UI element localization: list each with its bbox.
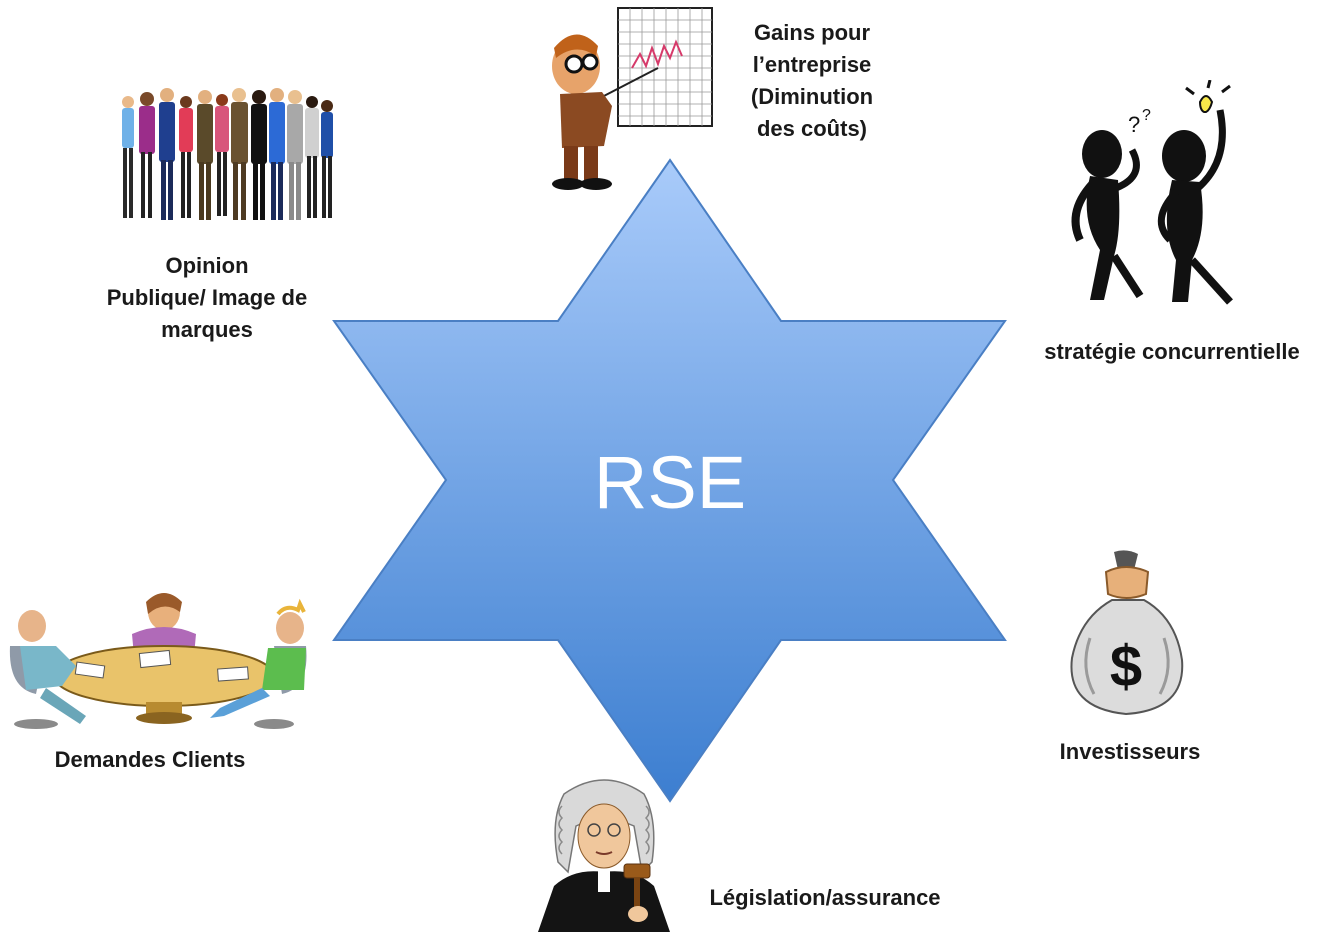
strategie-line-1: stratégie concurrentielle (1044, 339, 1300, 364)
presenter-chart-icon (540, 6, 720, 192)
legislation-line-1: Législation/assurance (709, 885, 941, 910)
gains-line-3: (Diminution (750, 84, 874, 109)
opinion-line-2: Publique/ Image de (106, 285, 308, 310)
judge-gavel-icon (534, 776, 674, 932)
center-label: RSE (593, 441, 747, 524)
gains-line-4: des coûts) (756, 116, 868, 141)
opinion-line-1: Opinion (165, 253, 249, 278)
crowd-people-icon (108, 88, 338, 228)
investisseurs-line-1: Investisseurs (1059, 739, 1201, 764)
opinion-line-3: marques (161, 317, 253, 342)
gains-line-2: l’entreprise (752, 52, 872, 77)
gains-label: Gains pour l’entreprise (Diminution des … (722, 17, 902, 145)
thinking-figures-icon: ? ? (1060, 80, 1250, 310)
strategie-label: stratégie concurrentielle (1014, 336, 1330, 368)
svg-text:?: ? (1142, 107, 1151, 124)
investisseurs-label: Investisseurs (1040, 736, 1220, 768)
legislation-label: Législation/assurance (680, 882, 970, 914)
gains-line-1: Gains pour (753, 20, 871, 45)
meeting-table-icon (6, 590, 316, 732)
clients-line-1: Demandes Clients (54, 747, 246, 772)
clients-label: Demandes Clients (20, 744, 280, 776)
money-bag-icon: $ (1060, 548, 1200, 720)
opinion-label: Opinion Publique/ Image de marques (82, 250, 332, 346)
svg-text:?: ? (1128, 112, 1140, 137)
svg-text:$: $ (1110, 634, 1142, 699)
